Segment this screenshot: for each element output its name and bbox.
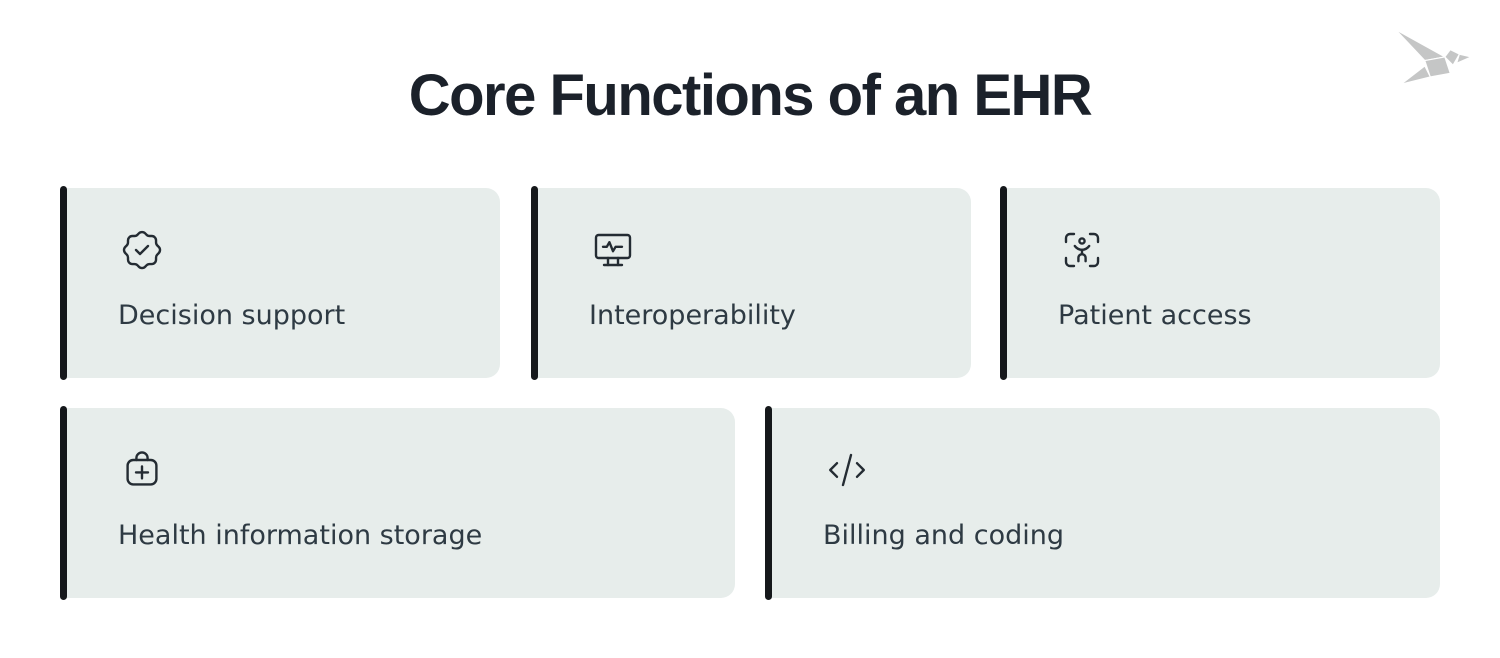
card-accent-bar: [60, 406, 67, 600]
card-billing-and-coding: Billing and coding: [765, 406, 1440, 600]
medical-bag-icon: [118, 446, 166, 494]
card-accent-bar: [1000, 186, 1007, 380]
card-health-information-storage: Health information storage: [60, 406, 735, 600]
card-label: Decision support: [118, 300, 346, 331]
card-patient-access: Patient access: [1000, 186, 1440, 380]
code-icon: [823, 446, 871, 494]
origami-bird-logo: [1395, 29, 1472, 85]
card-accent-bar: [60, 186, 67, 380]
page-title: Core Functions of an EHR: [408, 63, 1093, 128]
card-interoperability: Interoperability: [531, 186, 971, 380]
monitor-pulse-icon: [589, 226, 637, 274]
body-scan-icon: [1058, 226, 1106, 274]
card-label: Interoperability: [589, 300, 796, 331]
card-label: Patient access: [1058, 300, 1252, 331]
card-decision-support: Decision support: [60, 186, 500, 380]
card-label: Billing and coding: [823, 520, 1064, 551]
card-accent-bar: [531, 186, 538, 380]
card-accent-bar: [765, 406, 772, 600]
card-label: Health information storage: [118, 520, 483, 551]
badge-check-icon: [118, 226, 166, 274]
